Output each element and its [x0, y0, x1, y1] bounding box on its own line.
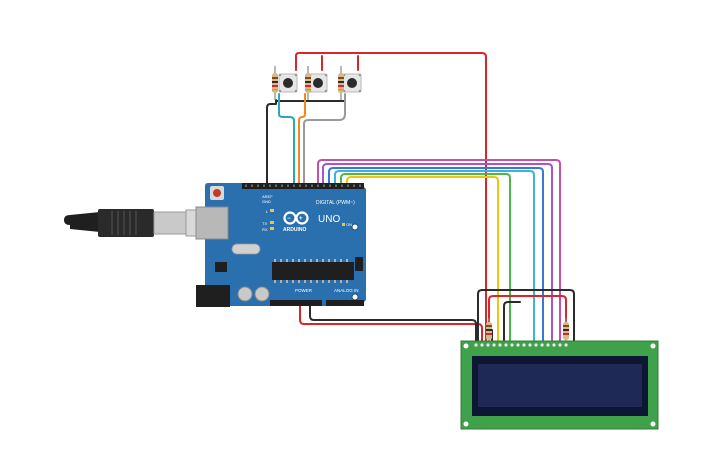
- wire-purple[interactable]: [322, 163, 553, 346]
- wire-cyan[interactable]: [334, 170, 535, 346]
- usb-cable[interactable]: [64, 209, 213, 237]
- wire-lcd-red-bus[interactable]: [488, 295, 567, 329]
- l-led-label: L: [266, 209, 269, 214]
- logo-minus: −: [287, 216, 291, 222]
- icsp-header: [355, 257, 363, 271]
- lcd-16x2[interactable]: [460, 340, 659, 430]
- logo-plus: +: [299, 216, 303, 222]
- wire-lcd-black-bus[interactable]: [477, 289, 575, 346]
- analog-header[interactable]: [326, 300, 364, 306]
- wire-lcd-black-bus-2[interactable]: [503, 301, 521, 346]
- power-jack: [196, 285, 230, 307]
- power-label: POWER: [295, 288, 313, 293]
- atmega-chip: [272, 259, 354, 283]
- on-label: ON: [346, 222, 352, 227]
- resistor-2[interactable]: [305, 66, 311, 100]
- board-model: UNO: [318, 214, 340, 225]
- resistor-1[interactable]: [272, 66, 278, 100]
- aref-label: AREF: [262, 194, 273, 199]
- button-3[interactable]: [342, 73, 362, 93]
- wire-teal[interactable]: [278, 93, 295, 184]
- arduino-logo: [283, 211, 309, 225]
- digital-label: DIGITAL (PWM~): [316, 200, 355, 206]
- resistor-3[interactable]: [338, 66, 344, 100]
- board-brand: ARDUINO: [283, 227, 306, 233]
- capacitor-2: [254, 286, 270, 302]
- wire-gnd-black[interactable]: [266, 99, 277, 184]
- tx-label: TX: [262, 221, 267, 226]
- analog-label: ANALOG IN: [334, 288, 359, 293]
- lcd-screen: [478, 364, 642, 407]
- arduino-uno-board[interactable]: AREF GND DIGITAL (PWM~) L TX RX − + UNO …: [195, 183, 366, 307]
- wire-green[interactable]: [340, 173, 511, 346]
- reset-button[interactable]: [210, 186, 224, 200]
- wire-blue[interactable]: [328, 167, 544, 346]
- usb-jack: [195, 206, 229, 240]
- crystal: [231, 243, 261, 255]
- button-2[interactable]: [308, 73, 328, 93]
- wire-gnd-black-2[interactable]: [309, 303, 477, 346]
- capacitor-1: [237, 286, 253, 302]
- wire-power-red[interactable]: [295, 52, 487, 346]
- wire-yellow[interactable]: [346, 176, 499, 346]
- lcd-pin-header[interactable]: [474, 343, 568, 347]
- wires: [266, 52, 575, 346]
- button-1[interactable]: [278, 73, 298, 93]
- power-header[interactable]: [270, 300, 322, 306]
- wire-grey[interactable]: [303, 93, 346, 184]
- wire-magenta[interactable]: [317, 159, 561, 346]
- rx-label: RX: [262, 227, 268, 232]
- wire-orange[interactable]: [298, 93, 306, 184]
- voltage-regulator: [215, 262, 227, 272]
- gnd-label: GND: [262, 199, 271, 204]
- digital-header[interactable]: [242, 183, 364, 189]
- wire-5v-red[interactable]: [299, 303, 483, 346]
